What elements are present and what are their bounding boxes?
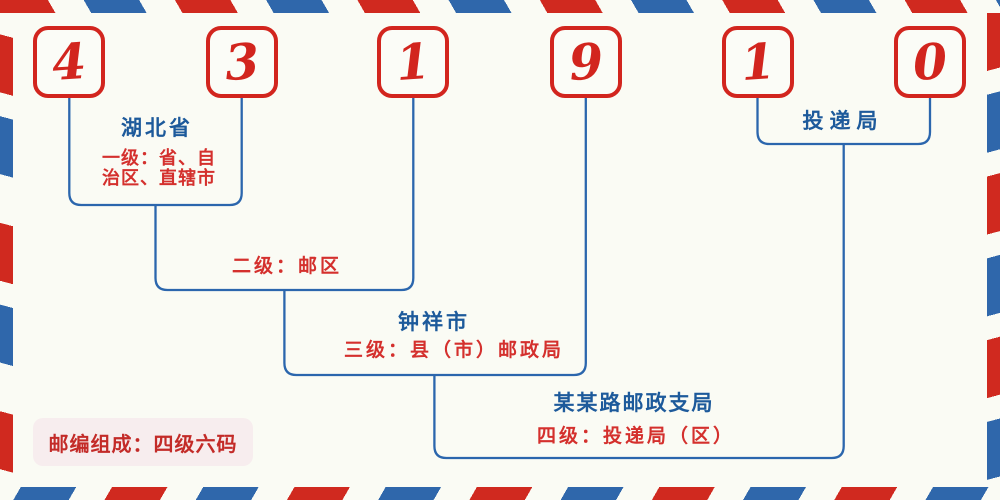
airmail-border-right	[987, 13, 1000, 487]
bracket-level4	[433, 144, 845, 460]
airmail-border-left	[0, 13, 13, 487]
digit-box-3: 1	[377, 26, 449, 98]
digit-box-2: 3	[206, 26, 278, 98]
level4-desc-label: 四级：投递局（区）	[536, 426, 736, 447]
level1-desc-line1: 一级：省、自	[102, 148, 216, 168]
digit-box-6: 0	[894, 26, 966, 98]
level2-desc-label: 二级：邮区	[231, 256, 343, 277]
level1-desc-line2: 治区、直辖市	[102, 168, 216, 188]
airmail-border-bottom	[0, 487, 1000, 500]
postal-composition-text: 邮编组成：四级六码	[48, 431, 238, 456]
airmail-border-top	[0, 0, 1000, 13]
delivery-office-label: 投递局	[802, 108, 884, 133]
level3-desc-label: 三级：县（市）邮政局	[343, 340, 565, 361]
digit-box-5: 1	[722, 26, 794, 98]
level4-place-label: 某某路邮政支局	[553, 390, 715, 415]
digit-2: 3	[222, 31, 261, 92]
digit-6: 0	[910, 31, 949, 92]
digit-5: 1	[738, 31, 777, 92]
digit-box-4: 9	[550, 26, 622, 98]
digit-box-1: 4	[33, 26, 105, 98]
level1-place-label: 湖北省	[121, 115, 193, 140]
level3-place-label: 钟祥市	[398, 309, 470, 334]
digit-3: 1	[393, 31, 432, 92]
postal-composition-badge: 邮编组成：四级六码	[33, 418, 253, 466]
digit-1: 4	[49, 31, 88, 92]
digit-4: 9	[566, 31, 605, 92]
